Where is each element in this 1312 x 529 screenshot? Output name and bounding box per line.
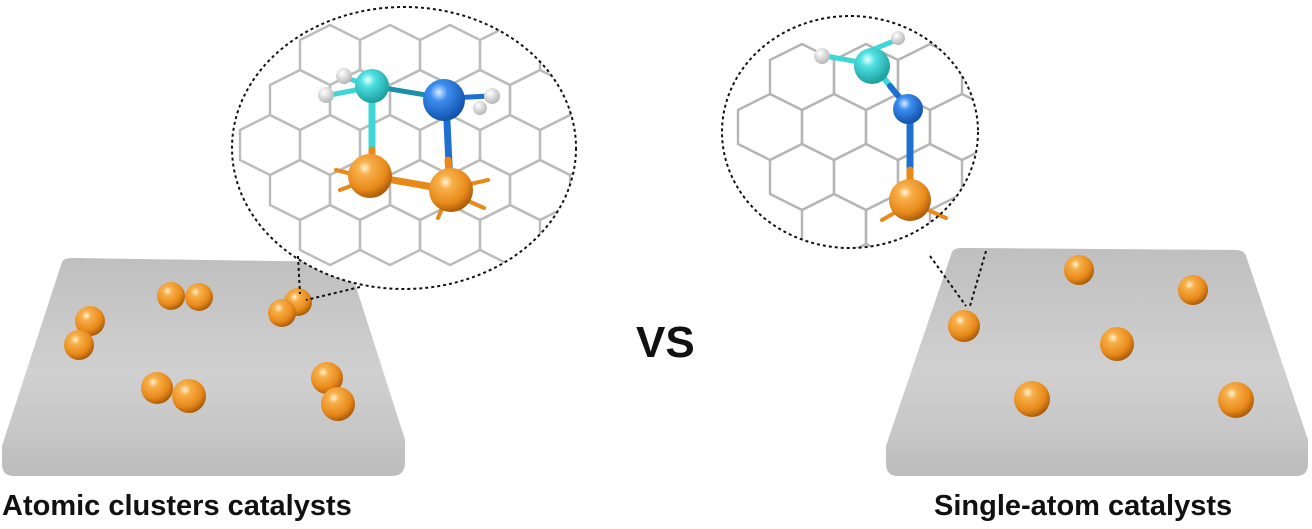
left-adsorbate-atoms xyxy=(318,68,500,212)
metal-atom xyxy=(889,179,931,221)
single-atom-caption: Single-atom catalysts xyxy=(934,490,1233,522)
metal-atom xyxy=(185,283,213,311)
hydrogen-atom xyxy=(484,88,500,104)
left-metal-clusters xyxy=(64,282,355,421)
metal-atom xyxy=(141,372,173,404)
metal-atom xyxy=(172,379,206,413)
metal-atom xyxy=(1014,381,1050,417)
nitrogen-bridge-atom xyxy=(423,79,465,121)
callout-pointer xyxy=(929,250,987,307)
metal-atom xyxy=(1064,255,1094,285)
vs-label: VS xyxy=(636,318,695,367)
right-zoom-bubble xyxy=(721,15,987,307)
hydrogen-atom xyxy=(336,68,352,84)
hydrogen-atom xyxy=(891,31,905,45)
metal-atom xyxy=(1178,275,1208,305)
metal-atom xyxy=(321,387,355,421)
hydrogen-atom xyxy=(814,48,830,64)
metal-atom xyxy=(64,330,94,360)
right-adsorbate-atoms xyxy=(814,31,931,221)
nitrogen-terminal-atom xyxy=(355,69,389,103)
hydrogen-atom xyxy=(318,87,334,103)
metal-atom xyxy=(157,282,185,310)
right-single-atoms xyxy=(948,255,1254,418)
metal-atom xyxy=(429,168,473,212)
atomic-clusters-caption: Atomic clusters catalysts xyxy=(2,490,352,522)
metal-atom xyxy=(268,299,296,327)
nitrogen-terminal-atom xyxy=(854,48,890,84)
metal-atom xyxy=(1100,327,1134,361)
metal-atom xyxy=(1218,382,1254,418)
hydrogen-atom xyxy=(473,101,487,115)
callout-pointer xyxy=(297,255,361,301)
nitrogen-bridge-atom xyxy=(893,94,923,124)
metal-atom xyxy=(348,154,392,198)
metal-atom xyxy=(311,362,343,394)
left-zoom-bubble xyxy=(231,6,577,301)
metal-atom xyxy=(948,310,980,342)
metal-atom xyxy=(75,306,105,336)
